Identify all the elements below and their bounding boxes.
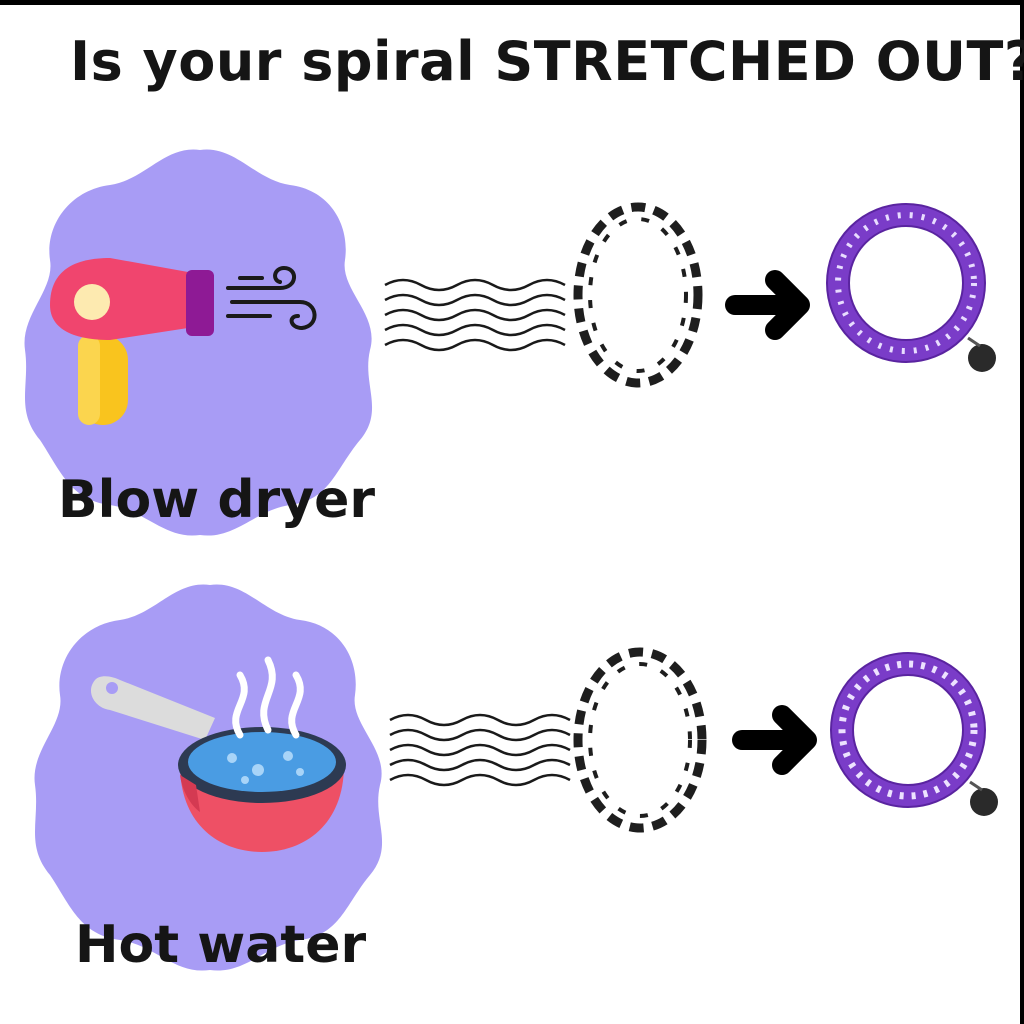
- stretching-waves: [384, 278, 566, 352]
- right-border: [1020, 0, 1024, 1024]
- stretched-coil-icon: [573, 202, 703, 388]
- stretching-waves: [389, 713, 571, 787]
- spiral-bracelet-icon: [826, 203, 996, 372]
- stretched-coil-icon: [573, 647, 707, 833]
- hot-water-scene: [34, 584, 998, 971]
- arrow-right-icon: [725, 270, 810, 340]
- method-row-hot-water: Hot water: [0, 580, 1024, 1020]
- top-border: [0, 0, 1024, 5]
- method-label-blow-dryer: Blow dryer: [58, 470, 376, 530]
- pot-of-hot-water-icon: [90, 656, 346, 852]
- spiral-bracelet-icon: [830, 652, 998, 816]
- method-label-hot-water: Hot water: [75, 915, 367, 975]
- purple-blob: [24, 149, 373, 536]
- arrow-right-icon: [732, 705, 817, 775]
- method-row-blow-dryer: Blow dryer: [0, 140, 1024, 580]
- blow-dryer-icon: [50, 258, 317, 425]
- page-title: Is your spiral STRETCHED OUT?: [70, 30, 1024, 93]
- blow-dryer-scene: [24, 149, 996, 536]
